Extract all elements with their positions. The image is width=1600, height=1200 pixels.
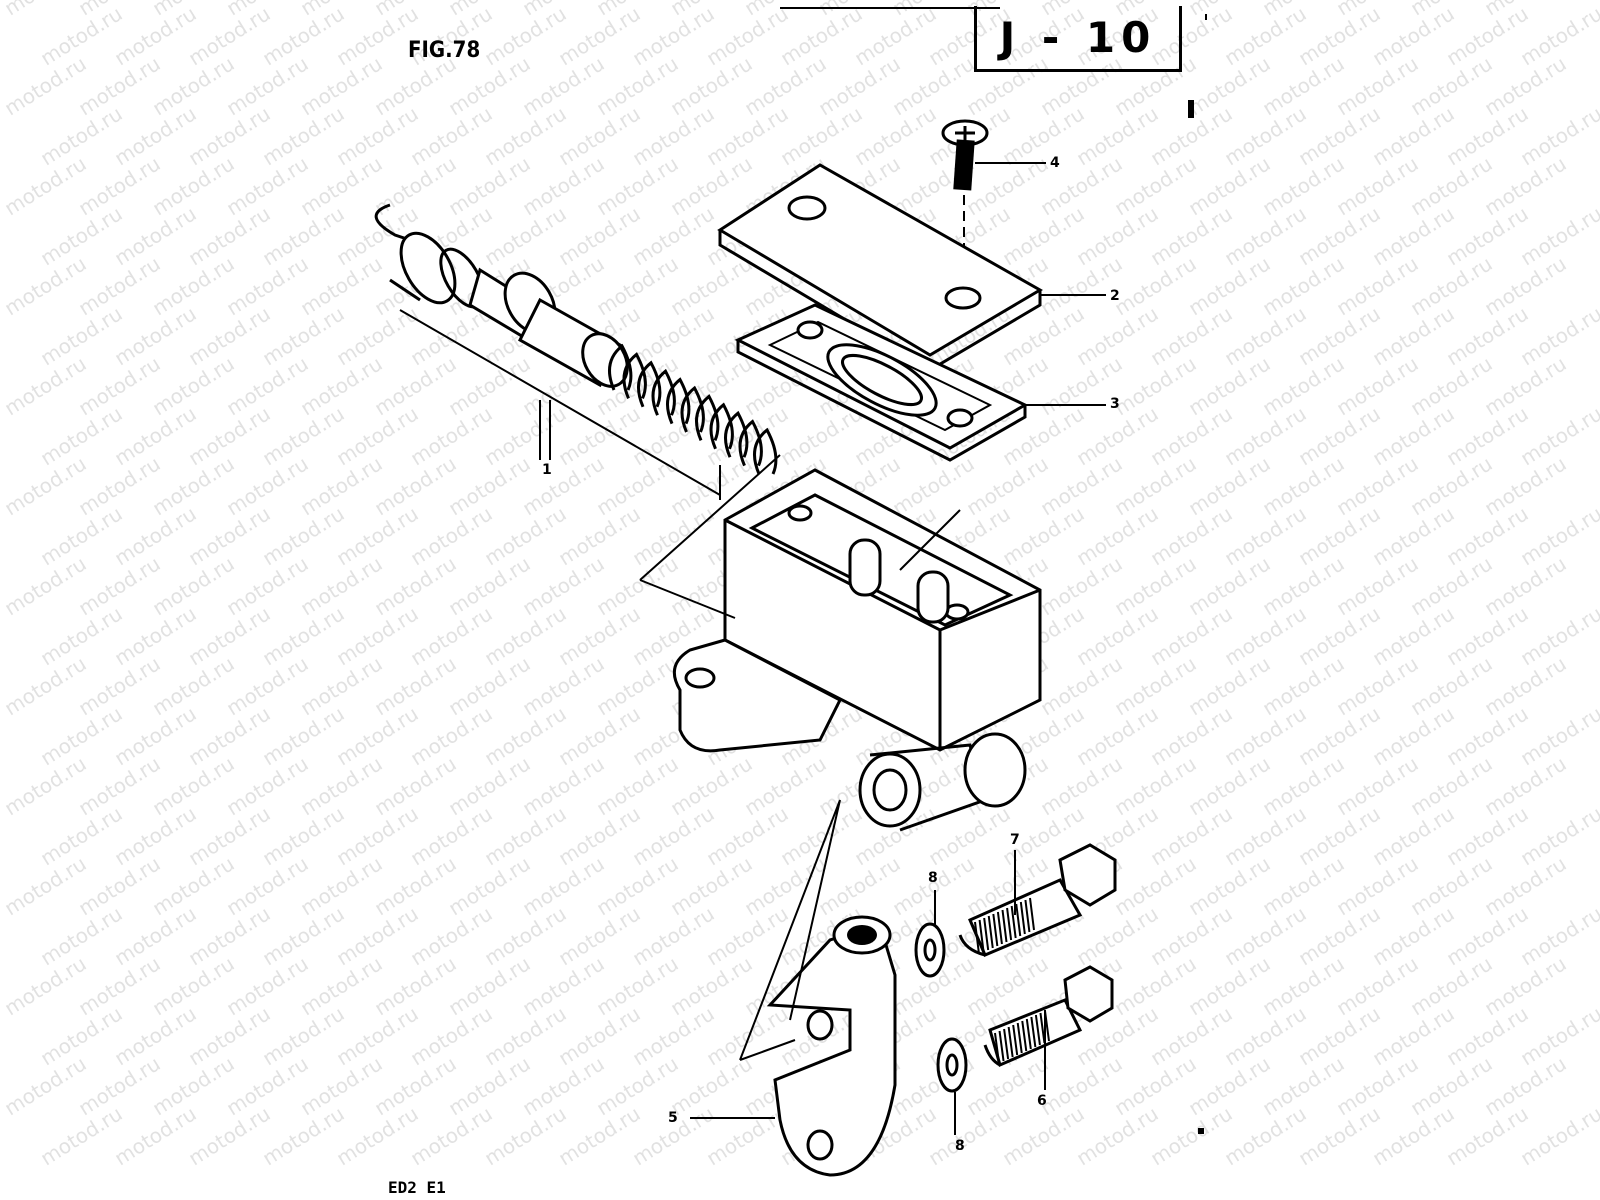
page-code: J - 10 (999, 13, 1157, 62)
callout-5: 5 (668, 1110, 678, 1126)
piston-kit-part (374, 203, 778, 500)
page-code-box: J - 10 (974, 6, 1182, 72)
dot-mark (1198, 1128, 1204, 1134)
callout-2: 2 (1110, 288, 1120, 304)
bolt-long-part (958, 843, 1117, 957)
callout-1: 1 (542, 462, 552, 478)
callout-4: 4 (1050, 155, 1060, 171)
washer-part (914, 922, 968, 1093)
bolt-short-part (983, 965, 1114, 1068)
callout-3: 3 (1110, 396, 1120, 412)
callout-6: 6 (1037, 1093, 1047, 1109)
edge-mark (1188, 100, 1194, 118)
callout-7: 7 (1010, 832, 1020, 848)
holder-clamp-part (739, 799, 897, 1177)
callout-8-upper: 8 (928, 870, 938, 886)
figure-label: FIG.78 (408, 38, 481, 63)
leader-lines (549, 162, 1106, 1135)
cap-screw-part (941, 119, 989, 285)
master-cylinder-body (639, 454, 1042, 832)
diaphragm-gasket-part (734, 303, 1029, 462)
callout-8-lower: 8 (955, 1138, 965, 1154)
footer-code: ED2 E1 (388, 1178, 446, 1197)
